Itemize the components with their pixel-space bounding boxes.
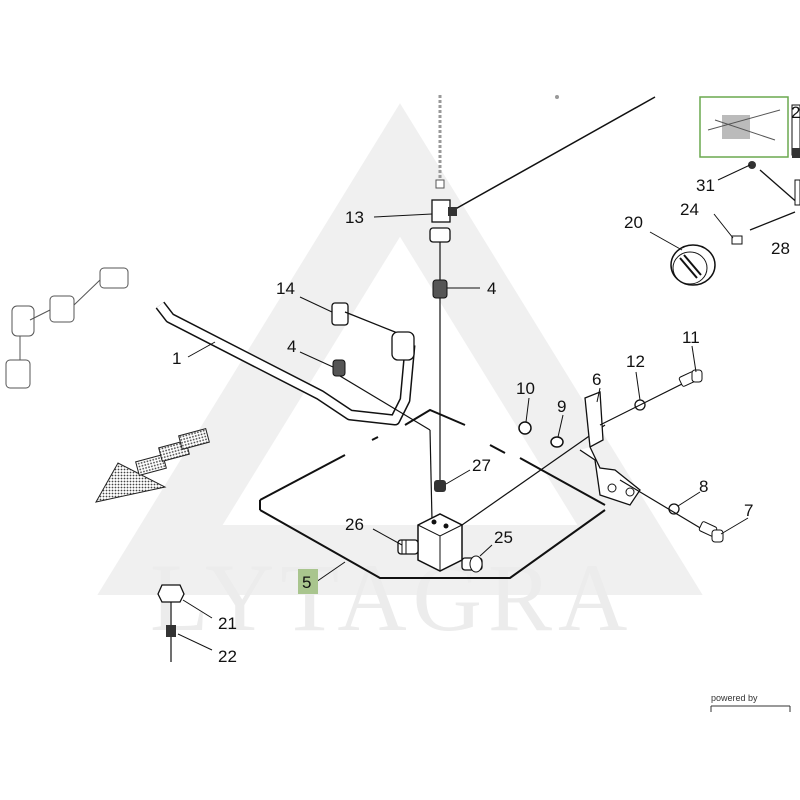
part-4-lower (332, 359, 346, 377)
part-10-nut (518, 421, 532, 435)
callout-27[interactable]: 27 (472, 456, 491, 475)
callout-5-highlight (298, 569, 318, 594)
callout-5[interactable]: 5 (302, 573, 311, 592)
direction-arrow (95, 428, 210, 503)
callout-14[interactable]: 14 (276, 279, 295, 298)
part-20-cap (670, 244, 716, 286)
part-24-washer (731, 235, 743, 245)
part-7-bolt (698, 521, 724, 543)
callout-22[interactable]: 22 (218, 647, 237, 666)
powered-by-text: powered by (711, 693, 758, 703)
part-4-upper (432, 279, 448, 299)
part-21-nut (157, 584, 185, 603)
callout-leaders (177, 164, 751, 651)
callout-28[interactable]: 28 (771, 239, 790, 258)
part-31-washer (748, 161, 756, 169)
callout-1[interactable]: 1 (172, 349, 181, 368)
callout-8[interactable]: 8 (699, 477, 708, 496)
hose-upper (449, 96, 656, 213)
callout-7[interactable]: 7 (744, 501, 753, 520)
mounting-outline (259, 408, 606, 579)
part-22-stud (166, 625, 176, 637)
callout-4-upper[interactable]: 4 (487, 279, 496, 298)
part-14-fitting (331, 302, 415, 361)
part-11-bolt (599, 369, 703, 426)
watermark: LYTAGRA (97, 103, 703, 651)
callout-13[interactable]: 13 (345, 208, 364, 227)
inset-thumbnail[interactable] (699, 96, 789, 158)
part-27-fitting (434, 480, 446, 492)
callout-26[interactable]: 26 (345, 515, 364, 534)
powered-by-badge[interactable]: powered by (710, 693, 791, 712)
hose-right (749, 211, 796, 231)
callout-11[interactable]: 11 (682, 328, 700, 347)
callout-24[interactable]: 24 (680, 200, 699, 219)
part-top-fitting (435, 179, 445, 189)
callout-31[interactable]: 31 (696, 176, 715, 195)
valve-block (417, 513, 463, 572)
watermark-text: LYTAGRA (150, 544, 633, 651)
callout-12[interactable]: 12 (626, 352, 645, 371)
part-1-pipe (155, 301, 416, 426)
callout-25[interactable]: 25 (494, 528, 513, 547)
callout-labels: 1 13 14 4 4 20 24 31 28 2 6 9 10 12 11 8… (172, 103, 800, 666)
callout-21[interactable]: 21 (218, 614, 237, 633)
callout-10[interactable]: 10 (516, 379, 535, 398)
part-26-plug (397, 539, 419, 555)
part-9-washer (550, 436, 564, 448)
callout-2x[interactable]: 2 (791, 103, 800, 122)
callout-9[interactable]: 9 (557, 397, 566, 416)
left-small-fittings (5, 267, 129, 389)
callout-6[interactable]: 6 (592, 370, 601, 389)
callout-4-lower[interactable]: 4 (287, 337, 296, 356)
part-6-bracket (579, 391, 641, 506)
part-25-plug (461, 555, 483, 573)
callout-20[interactable]: 20 (624, 213, 643, 232)
